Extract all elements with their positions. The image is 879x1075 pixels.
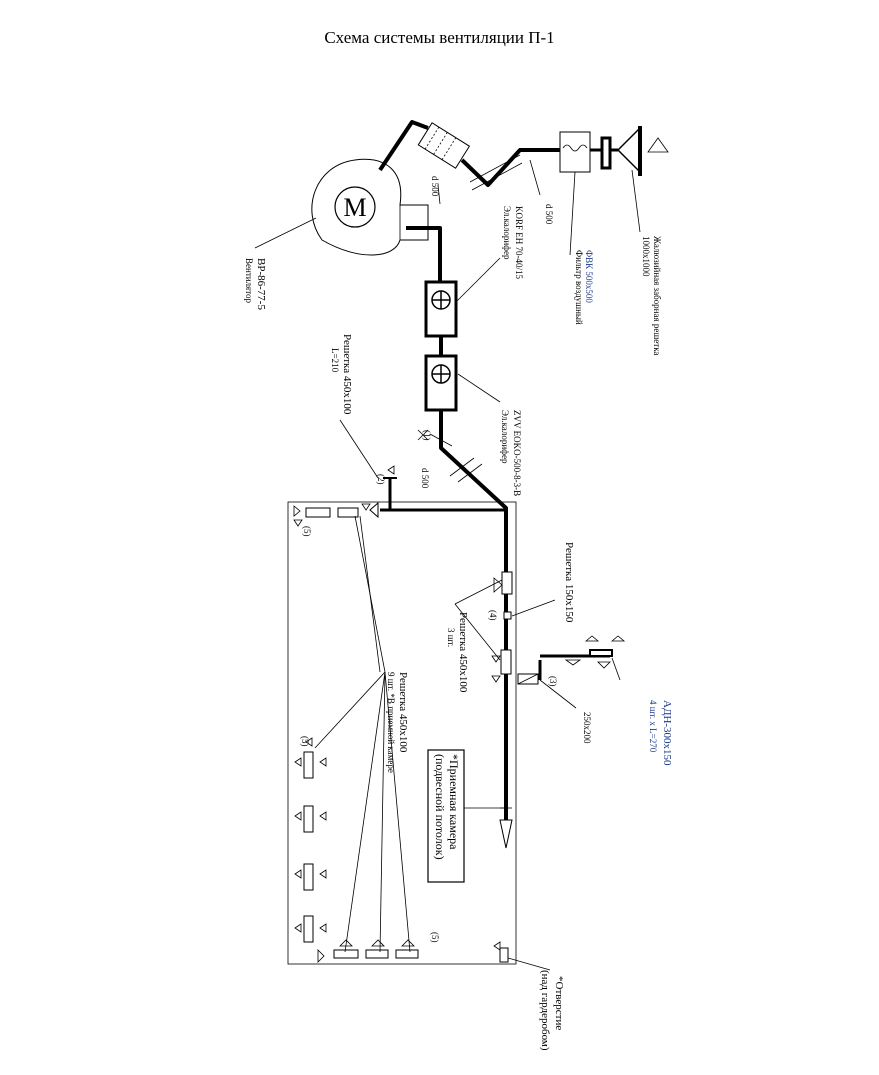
- ceiling-grilles-bottom: [317, 939, 419, 963]
- intake-grille-type: Жалюзийная заборная решетка: [652, 236, 662, 355]
- size-250x200: 250x200: [582, 712, 592, 744]
- opening-line-1: *Отверстие: [553, 976, 565, 1030]
- heater-type: Эл.калорифер: [502, 206, 512, 260]
- wardrobe-opening: [493, 941, 509, 963]
- grille-5-title: Решетка 450x100: [397, 672, 409, 753]
- silencer-model: ZVV EOKO-500-8-3-В: [512, 410, 522, 496]
- room-outline: [287, 501, 517, 965]
- grille-2-title: Решетка 450x100: [341, 334, 353, 415]
- duct-size-a: d 500: [430, 176, 440, 197]
- filter-model: ФВК 500x500: [584, 250, 594, 303]
- intake-grille: [616, 126, 669, 176]
- electric-heater-1: [424, 280, 458, 338]
- motor-symbol: M: [343, 193, 366, 222]
- ceiling-grille-top: [293, 503, 371, 527]
- marker-2: (2): [376, 474, 386, 485]
- duct-size-b: d 500: [544, 204, 554, 225]
- chamber-line-2: (подвесной потолок): [433, 754, 447, 860]
- marker-5-bottom: (5): [430, 932, 440, 943]
- flexible-insert: [417, 122, 471, 169]
- chamber-line-1: *Приемная камера: [447, 754, 461, 850]
- marker-5-left: (5): [300, 736, 310, 747]
- fan: M: [311, 158, 429, 256]
- marker-5-top: (5): [302, 526, 312, 537]
- reception-chamber-label: *Приемная камера (подвесной потолок): [427, 749, 465, 883]
- wall-grille-150: [493, 571, 513, 620]
- exhaust-branch: [517, 635, 626, 685]
- leader-lines: [254, 159, 641, 971]
- grille-5-note: 9 шт. *В приемной камере: [386, 672, 396, 773]
- marker-1: (1): [422, 430, 432, 441]
- intake-grille-size: 1000x1000: [641, 236, 651, 277]
- ceiling-grilles-column: [294, 737, 327, 943]
- grille-2-length: L=210: [330, 348, 340, 373]
- silencer-type: Эл.калорифер: [500, 410, 510, 464]
- adn-title: АДН-300x150: [661, 700, 673, 766]
- fan-name: ВР-86-77-5: [255, 258, 267, 310]
- heater-model: KORF EH 70-40/15: [514, 206, 524, 280]
- opening-line-2: (над гардеробом): [539, 970, 551, 1051]
- filter-type: Фильтр воздушный: [574, 250, 584, 325]
- duct-break-marks-top: [469, 154, 523, 191]
- marker-4: (4): [488, 610, 498, 621]
- grille-4-count: 3 шт.: [446, 628, 456, 647]
- grille-150-title: Решетка 150x150: [563, 542, 575, 623]
- fan-type: Вентилятор: [244, 258, 254, 304]
- wall-grille-450: [491, 649, 512, 683]
- wardrobe-opening-note: *Отверстие (над гардеробом): [539, 970, 565, 1051]
- duct-size-c: d 500: [420, 468, 430, 489]
- electric-heater-2: [424, 354, 458, 412]
- diagram-title: Схема системы вентиляции П-1: [324, 28, 555, 47]
- break-marks: [417, 429, 483, 483]
- grille-4-title: Решетка 450x100: [457, 612, 469, 693]
- labels: ВР-86-77-5 Вентилятор d 500 d 500 d 500 …: [244, 176, 673, 943]
- damper: [600, 136, 612, 170]
- adn-count: 4 шт. x L=270: [648, 700, 658, 753]
- marker-3: (3): [548, 676, 558, 687]
- air-filter: [559, 131, 591, 173]
